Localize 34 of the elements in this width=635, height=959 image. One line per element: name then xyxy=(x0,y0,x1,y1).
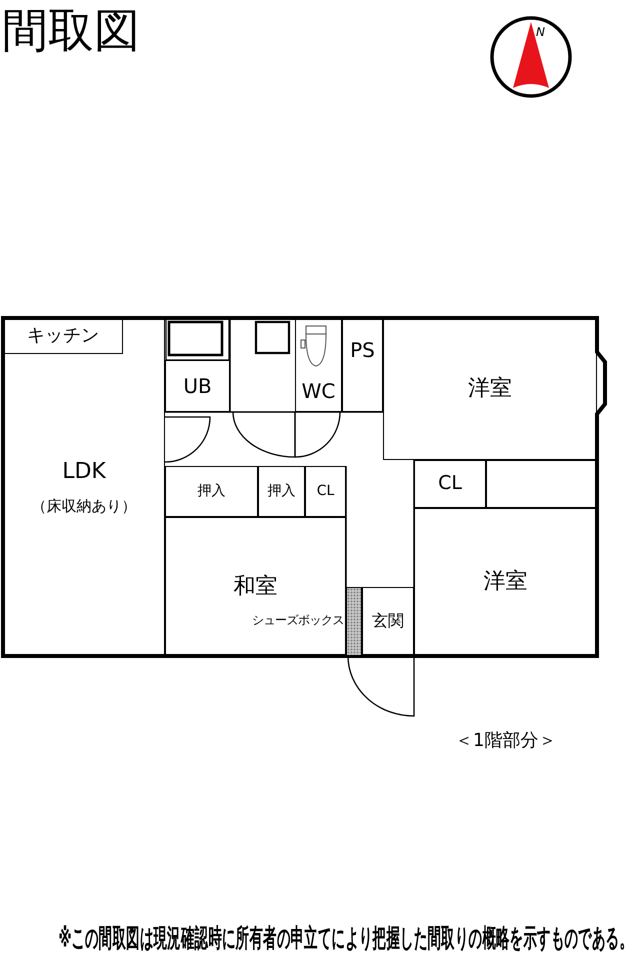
room-label: 和室 xyxy=(234,574,278,600)
room-box xyxy=(165,466,258,517)
room-label: 押入 xyxy=(198,483,226,500)
room-label: 玄関 xyxy=(372,612,404,631)
room-label: CL xyxy=(438,473,462,495)
room-label: 押入 xyxy=(268,483,296,500)
room-box xyxy=(383,318,597,460)
room-box xyxy=(165,517,346,656)
room-label: UB xyxy=(183,374,212,398)
room-label: 洋室 xyxy=(484,569,528,595)
room-label: PS xyxy=(350,339,375,362)
room-box xyxy=(414,460,486,508)
room-box xyxy=(342,318,383,412)
disclaimer-note: ※この間取図は現況確認時に所有者の申立てにより把握した間取りの概略を示すものである。 xyxy=(58,922,633,956)
room-note: （床収納あり） xyxy=(32,498,136,516)
room-label: CL xyxy=(316,483,334,500)
room-box xyxy=(305,466,346,517)
room-label: LDK xyxy=(62,458,106,484)
cabinet-label: シューズボックス xyxy=(252,612,344,629)
floor-label: ＜1階部分＞ xyxy=(455,729,556,752)
room-box xyxy=(258,466,305,517)
room-box xyxy=(3,318,165,656)
room-box xyxy=(295,318,342,412)
room-label: キッチン xyxy=(27,326,99,346)
room-box xyxy=(362,587,414,656)
kitchen-box xyxy=(4,319,123,354)
compass-letter: N xyxy=(536,25,545,39)
room-box xyxy=(414,508,597,656)
storage-box xyxy=(486,460,597,508)
page-title: 間取図 xyxy=(2,2,140,59)
room-label: 洋室 xyxy=(468,376,512,402)
room-label: WC xyxy=(302,380,336,403)
room-box xyxy=(165,360,230,412)
shoe-cabinet xyxy=(346,587,362,656)
